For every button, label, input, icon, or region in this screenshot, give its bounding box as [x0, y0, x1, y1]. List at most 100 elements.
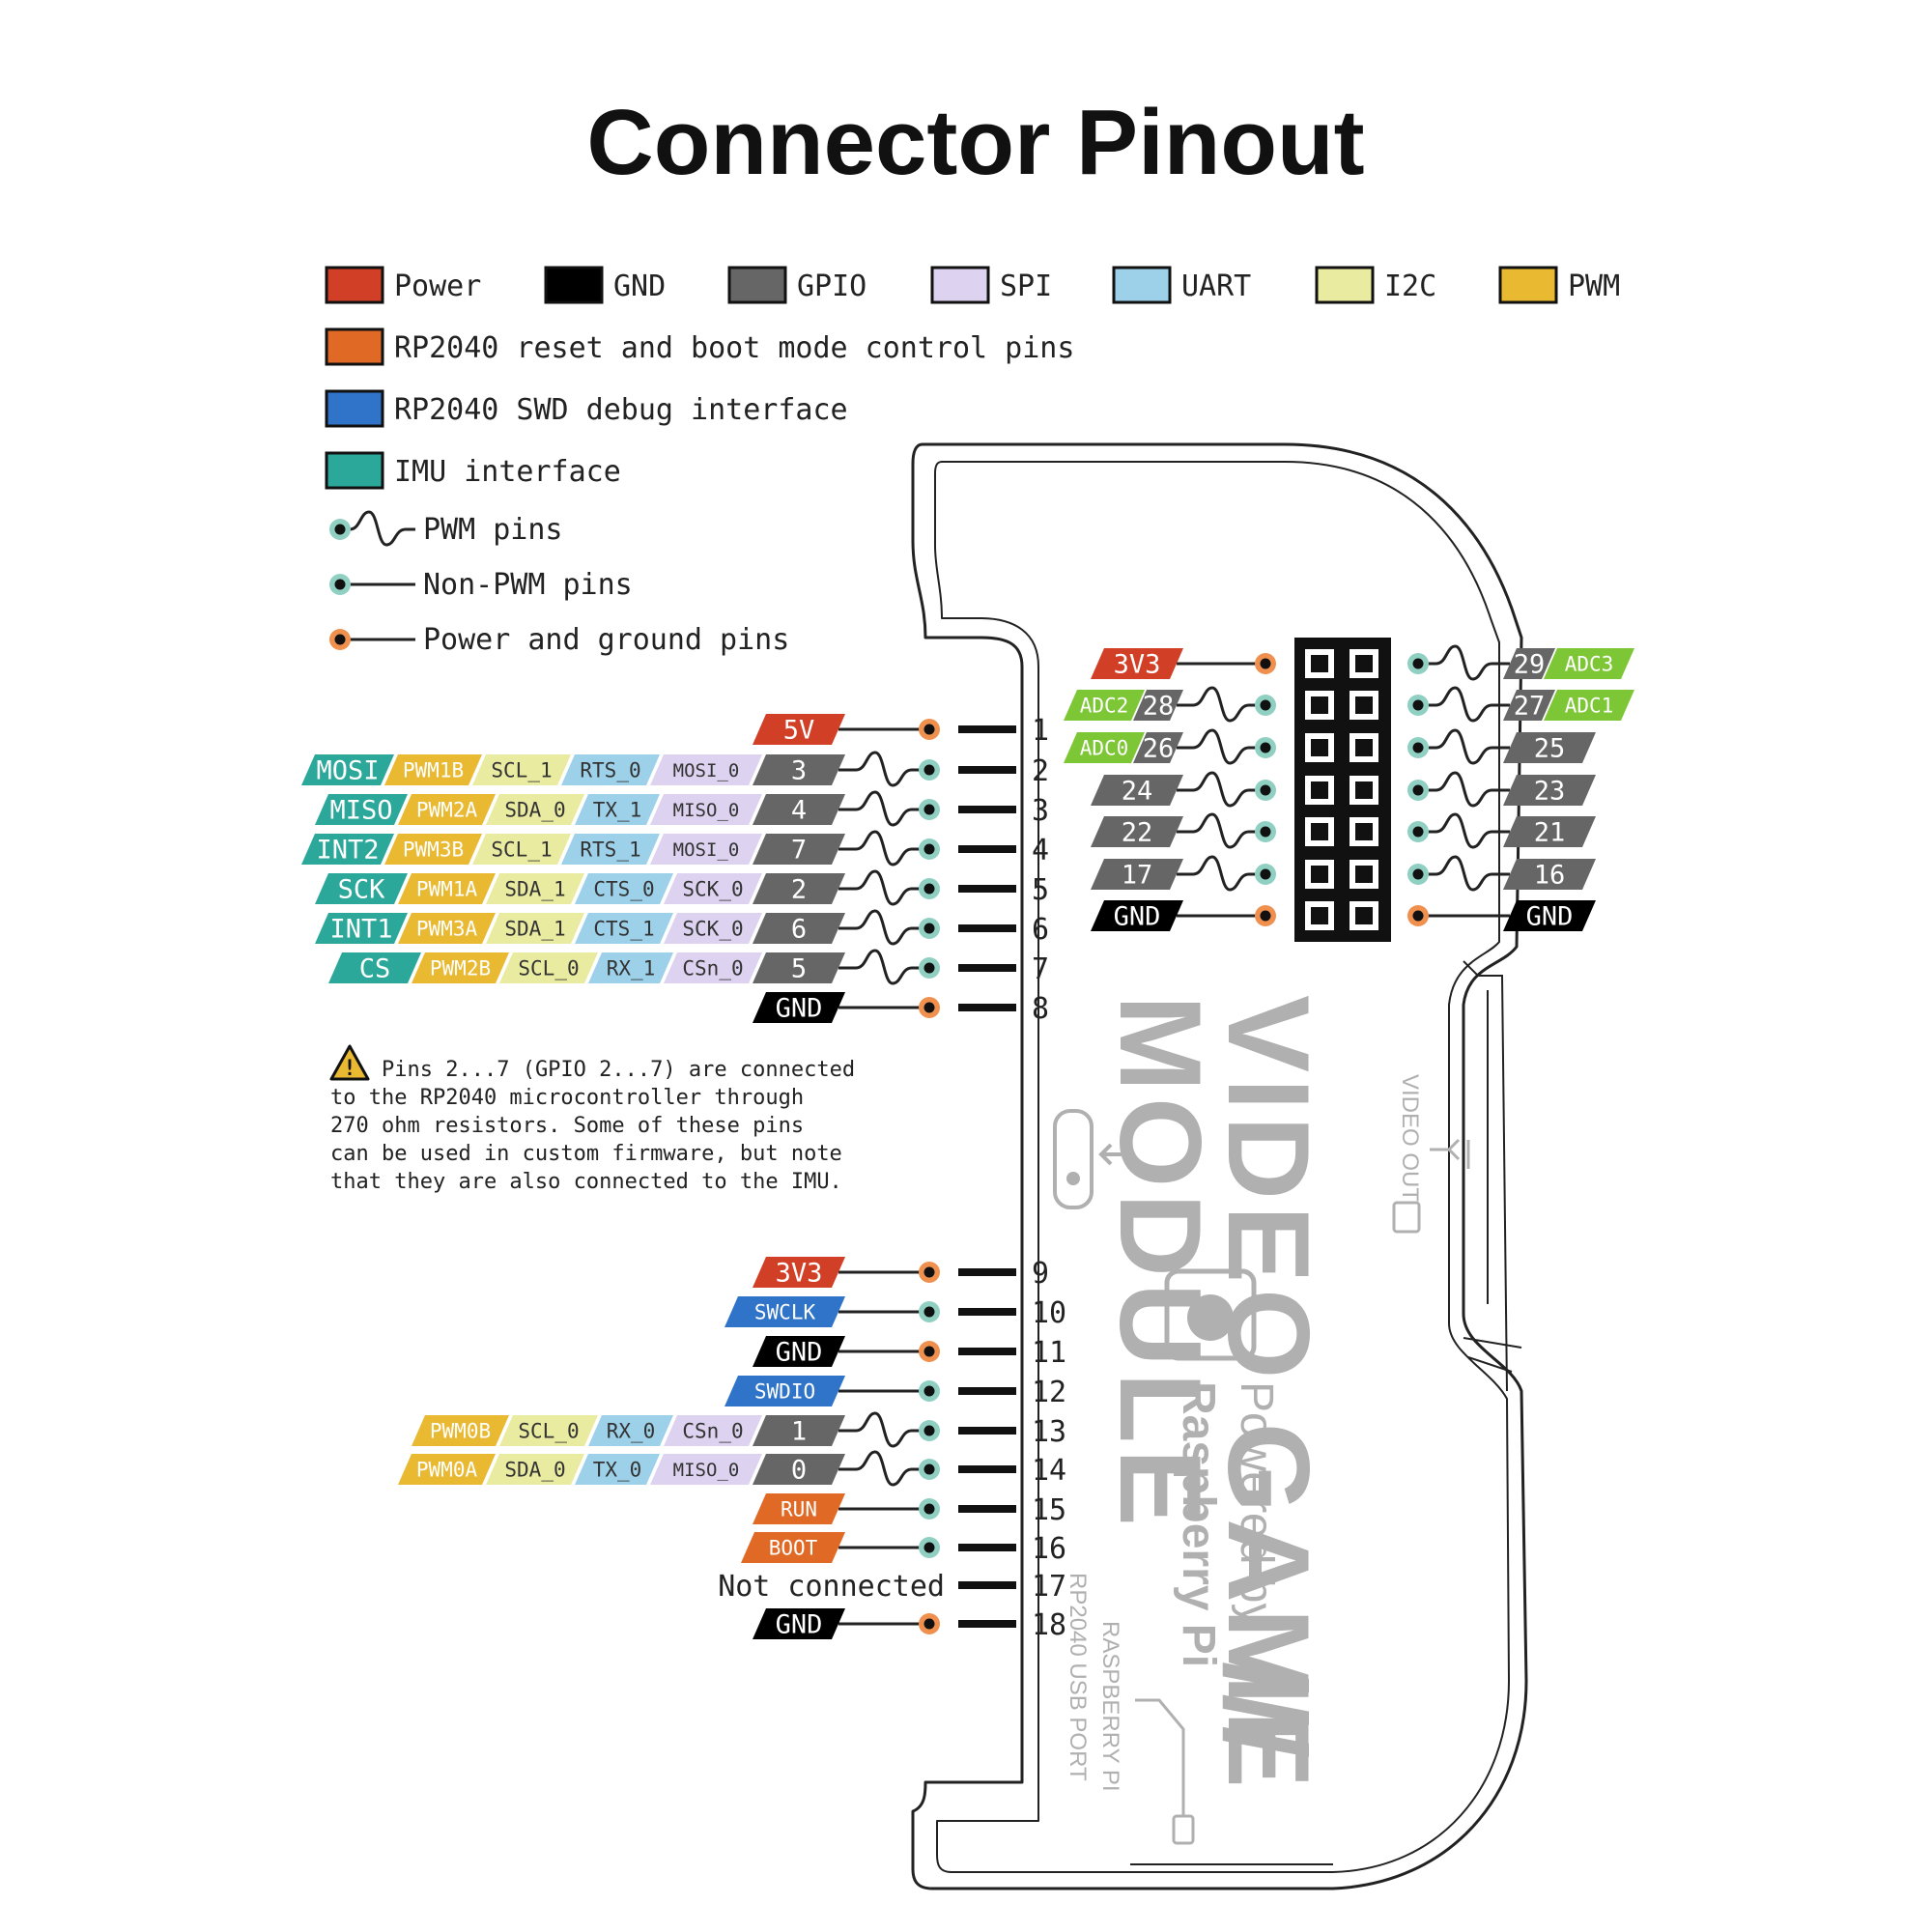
raspberry-icon-berry [1187, 1294, 1234, 1341]
header-pin [958, 1505, 1016, 1513]
pin-tag-label: CSn_0 [682, 1420, 743, 1443]
pin-number: 7 [1032, 952, 1049, 986]
pin-tag-pwm [398, 794, 496, 825]
pin-number: 18 [1032, 1608, 1066, 1642]
pin-number: 5 [1032, 873, 1049, 907]
legend-swatch-i2c [1315, 266, 1375, 304]
pin-tag-gpio [753, 794, 845, 825]
pin-tag-label: MISO_0 [673, 1460, 740, 1481]
pin-tag-label: PWM0A [416, 1459, 478, 1482]
header-pin-row-1: 15V [753, 714, 1049, 748]
header-socket-hole [1311, 866, 1328, 883]
header-pin [958, 806, 1016, 813]
top-header-left-row: 22 [1091, 812, 1276, 849]
header-socket-hole [1355, 823, 1373, 840]
header-pin [958, 1427, 1016, 1435]
pin-tag-label: PWM1A [416, 878, 478, 901]
pin-dot-center [923, 1542, 935, 1553]
pwm-connector-line [1177, 771, 1265, 808]
logo-line-2: MODULE [1095, 995, 1225, 1532]
pin-tag-i2c [472, 754, 571, 785]
header-pin [958, 1348, 1016, 1355]
pin-dot-center [334, 524, 346, 535]
pin-number: 3 [1032, 794, 1049, 828]
legend-label: RP2040 reset and boot mode control pins [394, 331, 1074, 365]
pin-tag-imu [315, 873, 408, 904]
legend-swatch-swd [325, 389, 384, 428]
pwm-connector-line [838, 1450, 929, 1487]
pin-dot-center [1412, 658, 1424, 669]
pwm-connector-line [838, 869, 929, 906]
pin-tag-label: 16 [1534, 861, 1566, 891]
header-socket-hole [1355, 739, 1373, 756]
side-port-icon [1053, 1109, 1094, 1209]
page-title: Connector Pinout [586, 91, 1364, 194]
note-line: Pins 2...7 (GPIO 2...7) are connected [382, 1058, 855, 1082]
pin-tag-label: 23 [1534, 777, 1566, 807]
top-header-left-row: GND [1091, 900, 1276, 932]
board-edge-line [1463, 960, 1508, 1392]
pwm-connector-line [1177, 686, 1265, 723]
pin-tag-pwm [384, 834, 482, 865]
pin-tag-spi [664, 1415, 762, 1446]
pin-number: 6 [1032, 913, 1049, 947]
pin-tag-gnd [753, 992, 845, 1023]
pin-tag-label: 24 [1122, 777, 1153, 807]
pin-tag-gnd [753, 1608, 845, 1639]
pin-dot-center [923, 1463, 935, 1475]
legend-label: GND [613, 270, 666, 303]
pin-number: 14 [1032, 1454, 1066, 1488]
pin-tag-label: ADC3 [1565, 653, 1614, 676]
pin-tag-label: ADC1 [1565, 695, 1614, 718]
pin-tag-power [1091, 648, 1183, 679]
pwm-connector-line [1177, 812, 1265, 849]
pin-tag-adc [1064, 732, 1145, 763]
pin-tag-label: GND [776, 1610, 823, 1640]
pin-tag-label: MISO_0 [673, 800, 740, 821]
pin-tag-label: 4 [791, 796, 807, 826]
pin-tag-gnd [753, 1336, 845, 1367]
top-header-right-row: GND [1407, 900, 1596, 932]
pin-tag-ctrl [741, 1532, 845, 1563]
top-header-right-row: 27 ADC1 [1407, 686, 1634, 723]
board-edge-line [1467, 1356, 1513, 1373]
pin-tag-label: 27 [1514, 692, 1546, 722]
pin-tag-adc [1064, 690, 1145, 721]
pin-dot-center [334, 579, 346, 590]
pin-dot-center [923, 923, 935, 934]
pin-dot-center [1412, 699, 1424, 711]
pin-dot-center [1412, 868, 1424, 880]
pin-tag-i2c [499, 952, 598, 983]
pin-tag-label: 5V [783, 716, 815, 746]
legend-label: UART [1181, 270, 1251, 303]
pin-dot-center [923, 883, 935, 895]
pin-tag-label: 6 [791, 915, 807, 945]
pin-tag-adc [1544, 648, 1634, 679]
pin-tag-power [753, 714, 845, 745]
legend-swatch-gpio [727, 266, 787, 304]
warning-icon-mark: ! [343, 1057, 355, 1081]
header-socket-hole [1311, 696, 1328, 714]
pwm-connector-line [1177, 855, 1265, 892]
legend-swatch-gnd [544, 266, 604, 304]
video-out-label: VIDEO OUT [1397, 1074, 1423, 1202]
pin-tag-gpio [753, 834, 845, 865]
pin-tag-gpio [1091, 859, 1183, 890]
pin-tag-ctrl [753, 1493, 845, 1524]
pin-tag-gpio [1503, 690, 1555, 721]
legend-swatch-spi [930, 266, 990, 304]
pin-tag-label: CTS_1 [593, 918, 654, 941]
top-header-right-row: 25 [1407, 728, 1596, 765]
pin-tag-gpio [753, 952, 845, 983]
pin-tag-spi [650, 1454, 762, 1485]
pin-tag-label: RUN [781, 1498, 817, 1521]
